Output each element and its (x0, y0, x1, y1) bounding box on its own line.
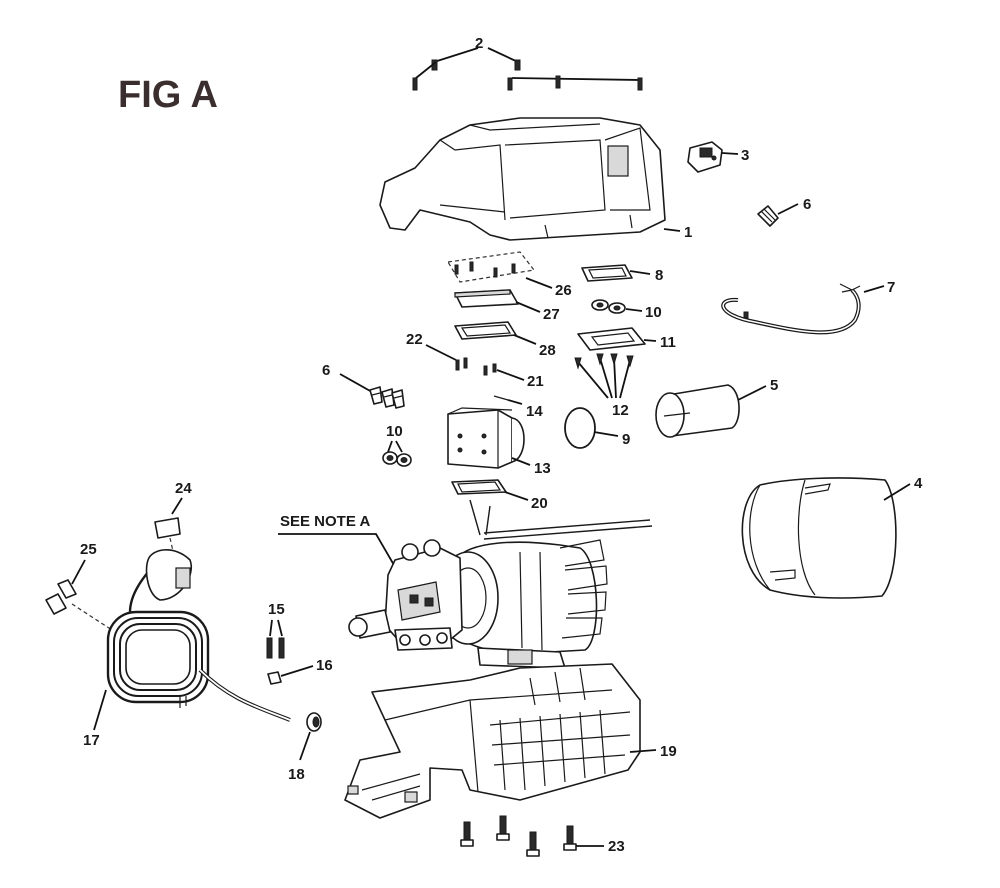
callout-2: 2 (475, 35, 483, 52)
part-6-wire-nuts-left (369, 386, 405, 409)
callout-8: 8 (655, 267, 663, 284)
part-11-plate (577, 327, 646, 351)
callout-7: 7 (887, 279, 895, 296)
callout-3: 3 (741, 147, 749, 164)
part-6-wire-nut-right (757, 205, 779, 227)
part-10-bushings-upper (591, 299, 626, 314)
callout-6-left: 6 (322, 362, 330, 379)
callout-23: 23 (608, 838, 625, 855)
part-26-screw-set (447, 251, 536, 283)
callout-4: 4 (914, 475, 923, 492)
figure-title: FIG A (118, 74, 218, 116)
callout-1: 1 (684, 224, 692, 241)
part-3-switch (687, 141, 723, 173)
callout-21: 21 (527, 373, 544, 390)
callout-13: 13 (534, 460, 551, 477)
part-28-gasket (454, 321, 517, 340)
callout-24: 24 (175, 480, 192, 497)
part-7-cord-lead (721, 283, 861, 335)
callout-19: 19 (660, 743, 677, 760)
callout-27: 27 (543, 306, 560, 323)
part-21-screws (483, 363, 497, 376)
part-10-bushings-lower (382, 451, 412, 467)
part-20-gasket (451, 479, 507, 495)
part-22-screws (455, 357, 468, 371)
callout-18: 18 (288, 766, 305, 783)
callout-14: 14 (526, 403, 543, 420)
part-8-gasket (581, 264, 633, 282)
callout-10-upper: 10 (645, 304, 662, 321)
callout-25: 25 (80, 541, 97, 558)
part-1-top-cover (379, 117, 666, 241)
callout-11: 11 (660, 334, 676, 351)
part-9-o-ring (564, 407, 596, 449)
callout-28: 28 (539, 342, 556, 359)
part-27-plate (454, 289, 519, 308)
callout-22: 22 (406, 331, 423, 348)
part-17-cord-coil (106, 549, 291, 722)
callout-12: 12 (612, 402, 629, 419)
callout-6-right: 6 (803, 196, 811, 213)
part-16-fitting (267, 671, 282, 685)
part-19-base-frame (344, 663, 641, 819)
motor-pump-assembly (348, 499, 653, 669)
part-5-capacitor (655, 384, 740, 438)
part-15-bolts (266, 637, 285, 659)
part-4-shroud-sleeve (741, 477, 897, 599)
callout-16: 16 (316, 657, 333, 674)
callout-26: 26 (555, 282, 572, 299)
callout-10-lower: 10 (386, 423, 403, 440)
callout-20: 20 (531, 495, 548, 512)
callout-9: 9 (622, 431, 630, 448)
callout-15: 15 (268, 601, 285, 618)
part-18-grommet (306, 712, 322, 732)
note-a-label: SEE NOTE A (280, 513, 370, 530)
callout-5: 5 (770, 377, 778, 394)
part-23-bolts (460, 815, 577, 857)
part-24-label (154, 517, 181, 539)
part-25-labels (45, 579, 77, 615)
part-12-screws (574, 353, 634, 399)
callout-17: 17 (83, 732, 100, 749)
part-2-screws (412, 47, 643, 91)
